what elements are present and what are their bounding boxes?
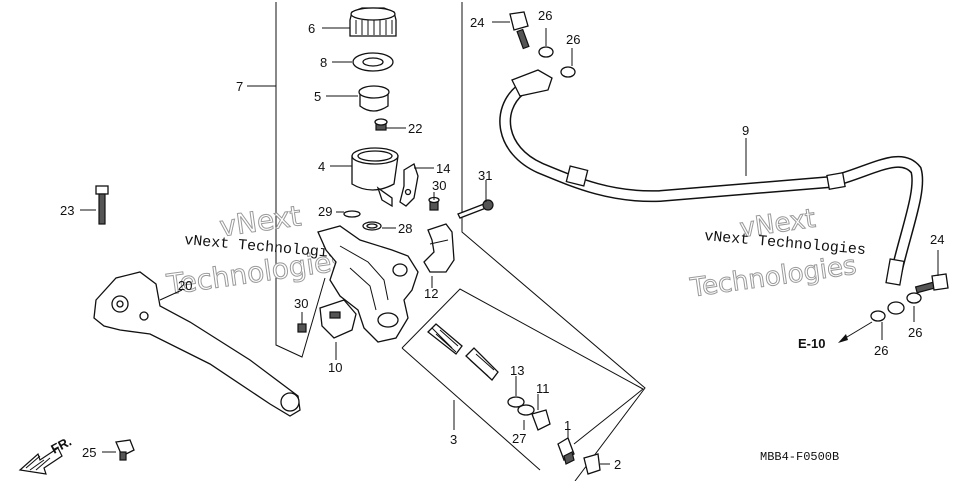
diaphragm	[358, 85, 390, 112]
callout-25: 25	[82, 445, 96, 460]
callout-26-lower-a: 26	[874, 343, 888, 358]
bleeder-screw	[557, 437, 575, 465]
upper-washers	[538, 46, 576, 78]
o-ring-29	[343, 210, 361, 218]
diagram-code: MBB4-F0500B	[760, 450, 839, 464]
callout-30-lower: 30	[294, 296, 308, 311]
reference-arrow	[838, 321, 873, 343]
piston-set	[427, 323, 551, 431]
callout-5: 5	[314, 89, 321, 104]
callout-28: 28	[398, 221, 412, 236]
o-ring-28	[362, 221, 382, 231]
leader-lines	[80, 21, 939, 465]
callout-numbers: 6 8 5 22 4 14 30 29 28 7 23 20 31 12 30 …	[60, 8, 944, 472]
callout-24-upper: 24	[470, 15, 484, 30]
callout-10: 10	[328, 360, 342, 375]
callout-1: 1	[564, 418, 571, 433]
front-arrow-icon	[18, 447, 63, 475]
clamp-holder	[423, 223, 455, 273]
callout-22: 22	[408, 121, 422, 136]
callout-24-lower: 24	[930, 232, 944, 247]
callout-9: 9	[742, 123, 749, 138]
brake-lever	[93, 271, 301, 417]
callout-27: 27	[512, 431, 526, 446]
callout-23: 23	[60, 203, 74, 218]
brake-switch	[297, 299, 357, 339]
callout-7: 7	[236, 79, 243, 94]
callout-6: 6	[308, 21, 315, 36]
callout-11: 11	[536, 381, 550, 396]
callout-3: 3	[450, 432, 457, 447]
callout-8: 8	[320, 55, 327, 70]
callout-12: 12	[424, 286, 438, 301]
callout-29: 29	[318, 204, 332, 219]
diaphragm-plate	[352, 52, 394, 72]
callout-26-upper-a: 26	[538, 8, 552, 23]
hose-upper-bolt	[509, 11, 530, 50]
callout-26-lower-b: 26	[908, 325, 922, 340]
bleeder-cap	[583, 453, 601, 475]
reservoir-body	[351, 147, 399, 208]
brake-hose	[499, 69, 924, 286]
lower-washers	[870, 292, 922, 322]
screw-25	[115, 439, 135, 461]
callout-31: 31	[478, 168, 492, 183]
callout-13: 13	[510, 363, 524, 378]
master-cylinder-body	[317, 225, 419, 343]
callout-26-upper-b: 26	[566, 32, 580, 47]
callout-20: 20	[178, 278, 192, 293]
pivot-bolt	[95, 185, 109, 225]
callout-30-upper: 30	[432, 178, 446, 193]
reservoir-screw	[374, 118, 388, 131]
callout-14: 14	[436, 161, 450, 176]
callout-4: 4	[318, 159, 325, 174]
watermark-right-big-2: Technologies	[688, 251, 859, 304]
holder-bolt	[457, 199, 494, 219]
callout-2: 2	[614, 457, 621, 472]
reservoir-bracket	[399, 163, 419, 207]
hose-lower-bolt	[914, 273, 949, 294]
reference-label: E-10	[798, 336, 825, 351]
assembly-frame	[247, 2, 646, 482]
reservoir-cap	[349, 7, 397, 37]
